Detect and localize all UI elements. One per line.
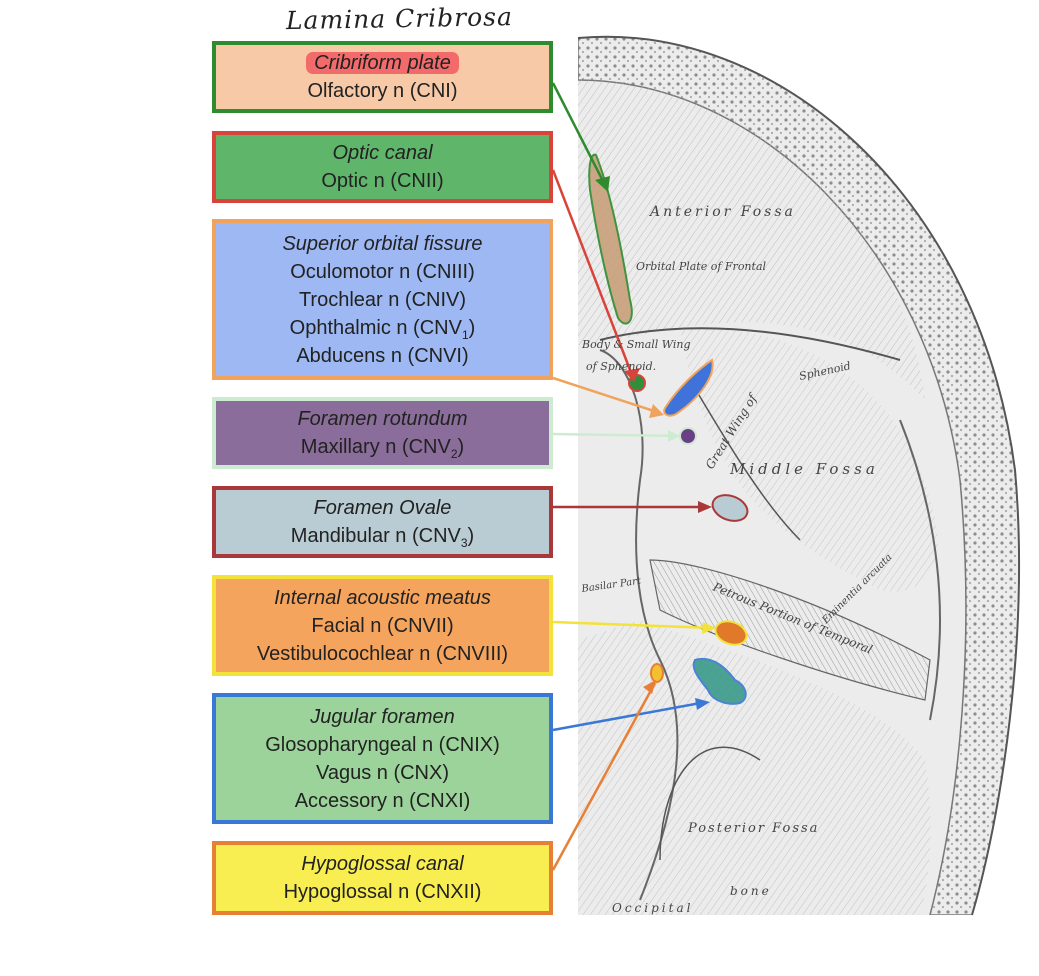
- box-title: Foramen rotundum: [297, 408, 468, 430]
- pointer-hypoglossal: [551, 682, 657, 871]
- box-line: Trochlear n (CNIV): [298, 288, 467, 311]
- box-line: Maxillary n (CNV2): [300, 436, 465, 461]
- box-line: Olfactory n (CNI): [307, 80, 458, 102]
- hypoglossal-canal-marker: [650, 663, 664, 683]
- label-box-hypoglossal-canal: Hypoglossal canal Hypoglossal n (CNXII): [212, 841, 553, 915]
- box-line: Facial n (CNVII): [311, 614, 454, 637]
- internal-acoustic-meatus-marker: [714, 620, 748, 646]
- sphenoid-ridge: [599, 327, 901, 361]
- superior-orbital-fissure-marker: [663, 358, 714, 417]
- box-title: Jugular foramen: [310, 705, 455, 728]
- pointer-rotundum: [552, 432, 679, 438]
- pointer-jugular: [552, 700, 707, 732]
- label-orbital-plate: Orbital Plate of Frontal: [636, 260, 767, 273]
- label-box-cribriform: Cribriform plate Olfactory n (CNI): [212, 41, 553, 113]
- arrowhead-ovale: [698, 501, 712, 513]
- great-wing-edge: [689, 379, 801, 541]
- label-middle-fossa: Middle Fossa: [729, 460, 879, 478]
- pointer-lines: [551, 82, 714, 871]
- label-box-optic: Optic canal Optic n (CNII): [212, 131, 553, 203]
- jugular-foramen-marker: [692, 657, 747, 705]
- box-line: Vestibulocochlear n (CNVIII): [256, 642, 509, 665]
- box-title: Cribriform plate: [306, 49, 459, 77]
- pointer-olfactory: [551, 82, 607, 186]
- arrowhead-optic: [624, 368, 640, 382]
- subscript: 3: [460, 536, 468, 550]
- box-title: Superior orbital fissure: [282, 232, 483, 255]
- foramen-magnum-edge: [659, 746, 761, 861]
- arrowhead-sup-orbital: [649, 404, 664, 418]
- box-line: Oculomotor n (CNIII): [290, 260, 475, 283]
- label-occipital: Occipital: [612, 901, 693, 915]
- skull-outline: [577, 35, 1021, 916]
- box-line: Optic n (CNII): [321, 170, 444, 192]
- box-title: Hypoglossal canal: [301, 853, 464, 875]
- subscript: 2: [450, 447, 458, 461]
- cribriform-plate-marker: [588, 153, 633, 325]
- arrowhead-acoustic: [702, 622, 716, 634]
- middle-fossa-area: [680, 328, 938, 592]
- anterior-fossa-area: [578, 80, 925, 400]
- pointer-acoustic: [552, 620, 714, 630]
- label-anterior-fossa: Anterior Fossa: [648, 204, 796, 220]
- box-title: Foramen Ovale: [313, 497, 452, 519]
- foramen-ovale-marker: [711, 494, 749, 522]
- pointer-optic: [551, 169, 634, 376]
- box-line: Ophthalmic n (CNV1): [289, 316, 476, 342]
- sigmoid-groove: [899, 419, 941, 721]
- box-line: Abducens n (CNVI): [296, 344, 469, 367]
- handwritten-annotation: Lamina Cribrosa: [285, 2, 514, 36]
- pointer-arrowheads: [595, 176, 716, 710]
- foramen-rotundum-marker: [679, 427, 697, 445]
- arrowhead-jugular: [695, 698, 710, 710]
- label-body-small-wing: Body & Small Wing: [581, 338, 691, 351]
- arrowhead-hypoglossal: [643, 680, 656, 694]
- arrowhead-olfactory: [595, 176, 610, 192]
- label-box-jugular-foramen: Jugular foramen Glosopharyngeal n (CNIX)…: [212, 693, 553, 824]
- label-box-internal-acoustic-meatus: Internal acoustic meatus Facial n (CNVII…: [212, 575, 553, 676]
- label-box-superior-orbital-fissure: Superior orbital fissure Oculomotor n (C…: [212, 219, 553, 380]
- subscript: 1: [461, 327, 469, 342]
- box-line: Mandibular n (CNV3): [290, 525, 475, 550]
- label-posterior-fossa: Posterior Fossa: [687, 821, 819, 836]
- label-box-foramen-rotundum: Foramen rotundum Maxillary n (CNV2): [212, 397, 553, 469]
- box-line: Glosopharyngeal n (CNIX): [265, 733, 500, 756]
- label-of-sphenoid: of Sphenoid.: [586, 360, 656, 373]
- box-line: Accessory n (CNXI): [294, 789, 471, 812]
- label-bone: bone: [730, 884, 772, 898]
- posterior-fossa-area: [578, 620, 931, 915]
- highlight-mark: Cribriform plate: [306, 52, 459, 74]
- box-line: Hypoglossal n (CNXII): [283, 881, 482, 903]
- label-box-foramen-ovale: Foramen Ovale Mandibular n (CNV3): [212, 486, 553, 558]
- pointer-sup-orbital: [552, 376, 661, 415]
- box-title: Internal acoustic meatus: [274, 586, 491, 609]
- box-line: Vagus n (CNX): [315, 761, 449, 784]
- box-title: Optic canal: [332, 142, 433, 164]
- midline-clivus: [599, 349, 679, 901]
- arrowhead-rotundum: [668, 430, 680, 442]
